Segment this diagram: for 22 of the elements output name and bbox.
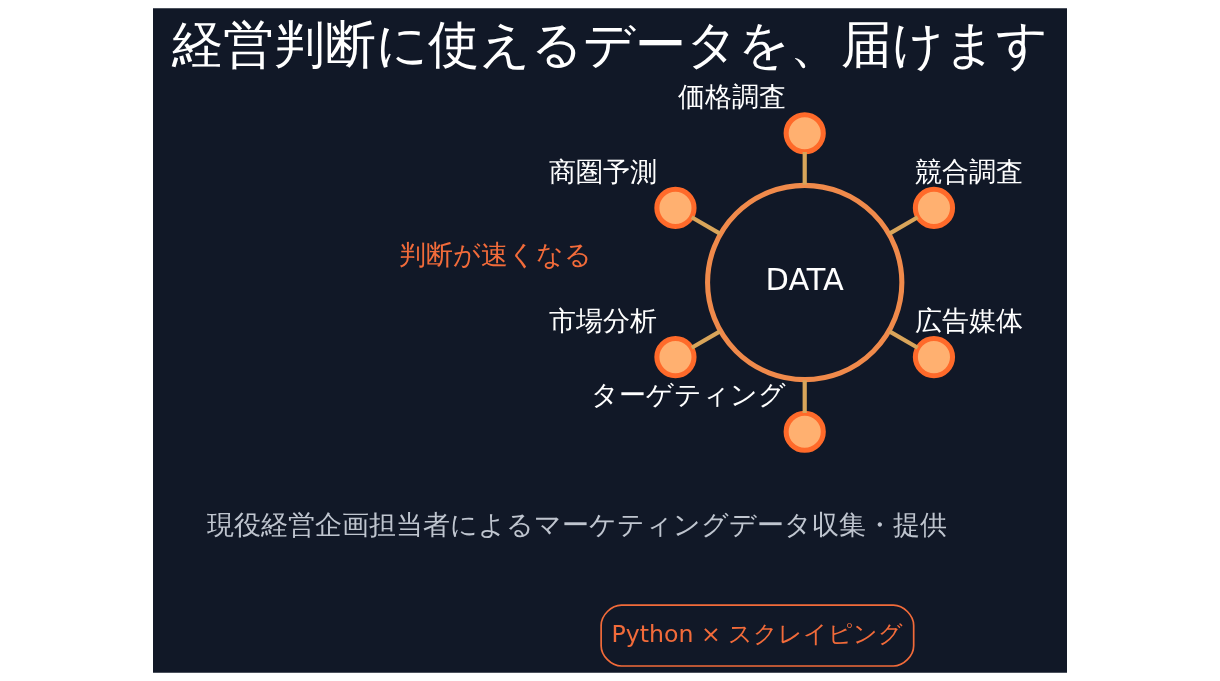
label: 現役経営企画担当者によるマーケティングデータ収集・提供 [206, 508, 947, 540]
label: 判断が速くなる [399, 238, 593, 270]
node-circle [783, 112, 826, 155]
node-label: 価格調査 [678, 80, 787, 112]
node-label: 市場分析 [548, 304, 657, 336]
connector [802, 380, 807, 413]
connector [690, 215, 721, 236]
node-circle [654, 336, 697, 379]
connector [690, 329, 721, 350]
node-circle [783, 410, 826, 453]
node-circle: DATA [705, 182, 905, 383]
connector [888, 329, 919, 350]
node-circle [654, 186, 697, 229]
node-circle [912, 336, 956, 379]
node-label: 競合調査 [915, 155, 1024, 187]
node-label: 商圏予測 [548, 155, 657, 187]
node-box: Python × スクレイピング [600, 604, 915, 667]
connector [888, 215, 919, 236]
node-circle [912, 186, 956, 229]
connector [802, 152, 807, 185]
diagram-title: 経営判断に使えるデータを、届けます [172, 15, 1048, 75]
node-label: 広告媒体 [915, 304, 1024, 336]
